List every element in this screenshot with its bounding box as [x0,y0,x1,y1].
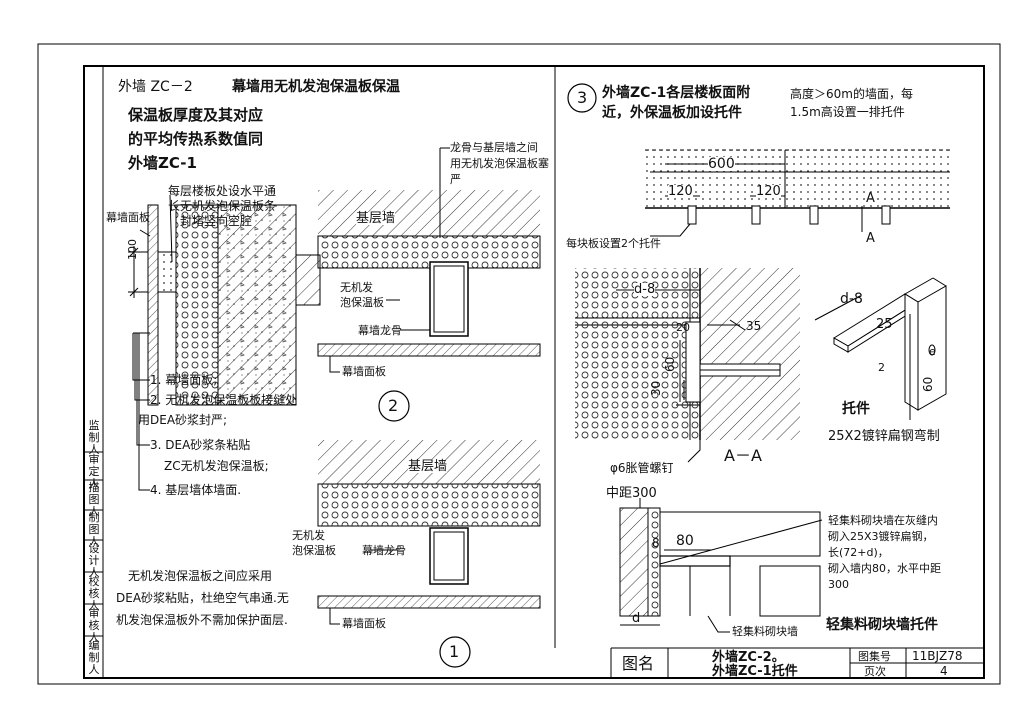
sidebar-cell-8: 监制人 [88,419,100,456]
detail1-insul-2: 泡保温板 [292,544,336,557]
iso-hole-mark: e [929,345,936,358]
detail1-number: 1 [449,642,460,661]
block-wall-label: 轻集料砌块墙 [732,625,798,638]
sidebar-cell-1: 编制人 [88,639,100,676]
title-block-name-2: 外墙ZC-1托件 [712,664,798,679]
block-note-3: 长(72+d)， [828,546,889,559]
block-title: 轻集料砌块墙托件 [826,617,938,633]
block-note-4: 砌入墙内80，水平中距 [828,562,941,575]
detail1-panel: 幕墙面板 [342,617,386,630]
iso-2: 2 [878,361,885,374]
detail2-callout-2: 用无机发泡保温板塞 [450,157,549,170]
section-60: 60 [663,356,677,372]
right-heading-line2: 近，外保温板加设托件 [602,105,742,121]
dim-120-b: 120 [756,184,781,199]
block-dim-d: d [632,611,641,626]
detail2-insul-1: 无机发 [340,281,373,294]
detail2-callout-1: 龙骨与基层墙之间 [450,141,538,154]
bracket-title: 托件 [842,401,870,417]
detail2-number: 2 [388,396,399,415]
title-block-name-1: 外墙ZC-2。 [712,650,785,665]
detail2-insul-2: 泡保温板 [340,296,384,309]
dim-120-a: 120 [668,184,693,199]
bottom-note-2: DEA砂浆粘贴，杜绝空气串通.无 [116,591,289,605]
list-item-2a: 2. 无机发泡保温板板接缝处 [150,393,298,407]
iso-60: 60 [921,376,935,392]
block-note-2: 砌入25X3镀锌扁钢， [828,530,934,543]
dim-600: 600 [708,156,735,172]
iso-d8: d-8 [840,291,863,307]
bracket-per-board-note: 每块板设置2个托件 [566,237,661,250]
section-mark-a-top: A [866,191,875,206]
right-note-line2: 1.5m高设置一排托件 [790,105,905,119]
right-number: 3 [577,88,588,107]
detail2-keel: 幕墙龙骨 [358,324,402,337]
right-heading-line1: 外墙ZC-1各层楼板面附 [602,85,751,101]
iso-25: 25 [876,317,893,332]
title-block-label: 图名 [622,654,655,673]
left-heading-title: 幕墙用无机发泡保温板保温 [232,79,400,95]
list-item-3a: 3. DEA砂浆条粘贴 [150,438,251,452]
sidebar-cell-6: 描图人 [88,481,100,518]
left-note-line1: 保温板厚度及其对应 [128,106,264,124]
callout-strip-3: 封堵竖向空腔 [180,214,253,228]
detail1-base-wall: 基层墙 [408,459,448,474]
sidebar-cell-3: 校核人 [88,575,100,612]
section-35: 35 [746,319,762,333]
left-note-line3: 外墙ZC-1 [128,154,197,172]
callout-strip-2: 长无机发泡保温板条 [168,199,277,213]
block-dim-8: 8 [652,536,660,550]
page-no-value: 4 [940,664,948,678]
bottom-note-1: 无机发泡保温板之间应采用 [128,569,273,583]
block-note-5: 300 [828,578,849,591]
section-d8: d-8 [634,282,656,297]
atlas-no-label: 图集号 [858,650,891,663]
detail2-callout-3: 严 [450,173,461,186]
list-item-2b: 用DEA砂浆封严; [138,413,228,427]
list-item-4: 4. 基层墙体墙面. [150,483,242,497]
block-spacing: 中距300 [606,486,657,501]
sidebar-cell-2: 审核人 [88,607,100,644]
section-mark-a-bottom: A [866,231,875,246]
page-no-label: 页次 [864,665,886,678]
bracket-spec: 25X2镀锌扁钢弯制 [828,429,940,444]
detail1-insul-1: 无机发 [292,529,325,542]
block-note-1: 轻集料砌块墙在灰缝内 [828,514,938,527]
dim-100: 100 [126,239,139,260]
callout-strip-1: 每层楼板处设水平通 [168,184,277,198]
sidebar-cell-7: 审定人 [88,453,100,490]
left-note-line2: 的平均传热系数值同 [128,130,264,148]
bolt-note: φ6胀管螺钉 [610,461,674,475]
sidebar-cell-5: 制图人 [88,511,100,548]
callout-panel: 幕墙面板 [106,211,150,224]
detail2-panel: 幕墙面板 [342,365,386,378]
list-item-3b: ZC无机发泡保温板; [164,459,269,473]
detail1-keel: 幕墙龙骨 [362,544,406,557]
section-20: 20 [676,321,690,334]
bottom-note-3: 机发泡保温板外不需加保护面层. [116,613,288,627]
block-dim-80: 80 [676,533,694,549]
detail2-base-wall: 基层墙 [356,211,396,226]
sidebar-cell-4: 设计人 [88,542,100,579]
list-item-1: 1. 幕墙面板; [150,373,218,387]
left-heading-prefix: 外墙 ZC－2 [118,79,193,95]
right-note-line1: 高度＞60m的墙面，每 [790,87,913,101]
section-30: 30 [649,380,663,396]
section-a-a-title: A－A [724,446,762,465]
atlas-no-value: 11BJZ78 [912,649,963,663]
